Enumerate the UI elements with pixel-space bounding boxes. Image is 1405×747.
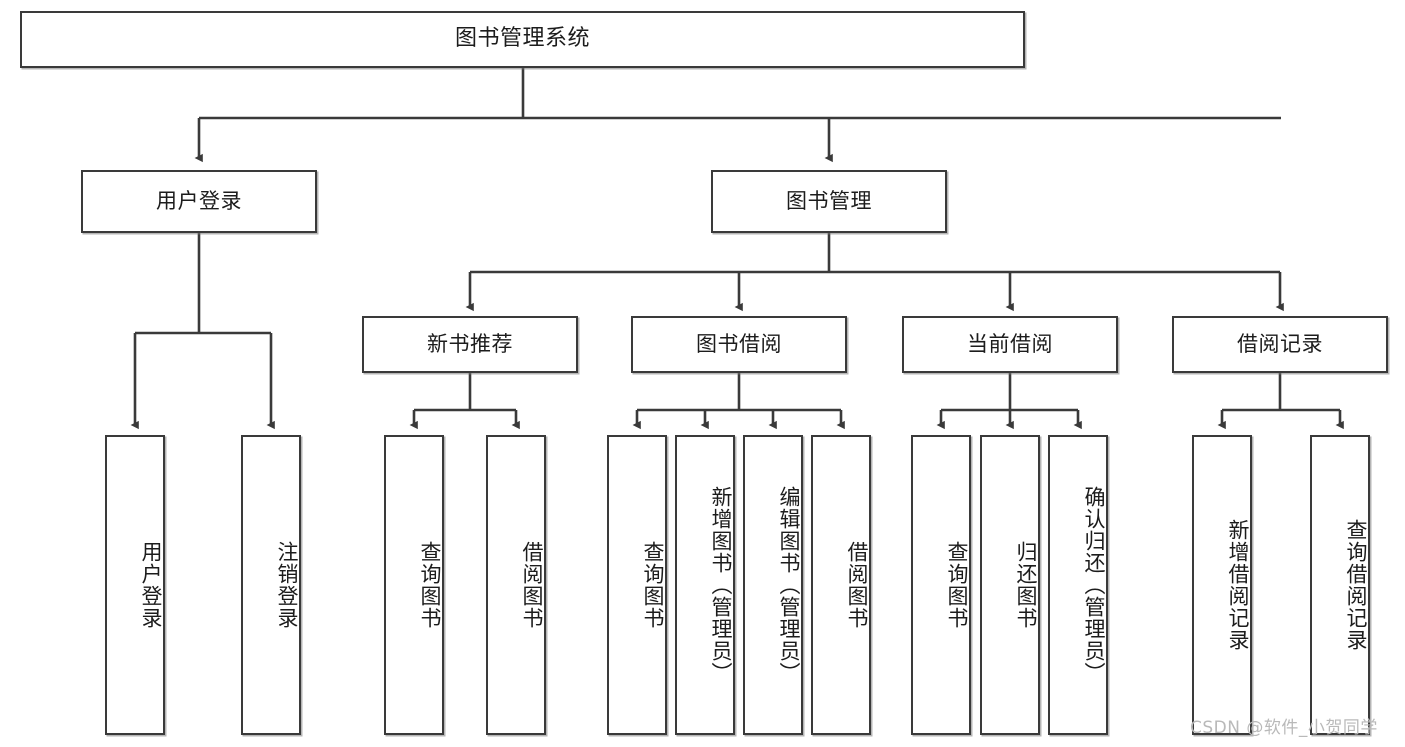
node-user-login[interactable]: 用户登录 bbox=[81, 170, 317, 233]
node-book-management[interactable]: 图书管理 bbox=[711, 170, 947, 233]
leaf-current-query-book[interactable]: 查询图书 bbox=[911, 435, 971, 735]
leaf-user-login[interactable]: 用户登录 bbox=[105, 435, 165, 735]
node-new-book-recommend[interactable]: 新书推荐 bbox=[362, 316, 578, 373]
leaf-current-confirm-return-admin[interactable]: 确认归还（管理员） bbox=[1048, 435, 1108, 735]
leaf-records-add-record[interactable]: 新增借阅记录 bbox=[1192, 435, 1252, 735]
node-book-borrow[interactable]: 图书借阅 bbox=[631, 316, 847, 373]
leaf-borrow-borrow-book[interactable]: 借阅图书 bbox=[811, 435, 871, 735]
node-borrow-records[interactable]: 借阅记录 bbox=[1172, 316, 1388, 373]
leaf-current-return-book[interactable]: 归还图书 bbox=[980, 435, 1040, 735]
leaf-borrow-add-book-admin[interactable]: 新增图书（管理员） bbox=[675, 435, 735, 735]
csdn-watermark: CSDN @软件_小贺同学 bbox=[1190, 718, 1378, 738]
node-root-system[interactable]: 图书管理系统 bbox=[20, 11, 1025, 68]
leaf-borrow-query-book[interactable]: 查询图书 bbox=[607, 435, 667, 735]
node-current-borrow[interactable]: 当前借阅 bbox=[902, 316, 1118, 373]
leaf-user-logout[interactable]: 注销登录 bbox=[241, 435, 301, 735]
leaf-borrow-edit-book-admin[interactable]: 编辑图书（管理员） bbox=[743, 435, 803, 735]
leaf-records-query-record[interactable]: 查询借阅记录 bbox=[1310, 435, 1370, 735]
leaf-recommend-borrow-book[interactable]: 借阅图书 bbox=[486, 435, 546, 735]
leaf-recommend-query-book[interactable]: 查询图书 bbox=[384, 435, 444, 735]
